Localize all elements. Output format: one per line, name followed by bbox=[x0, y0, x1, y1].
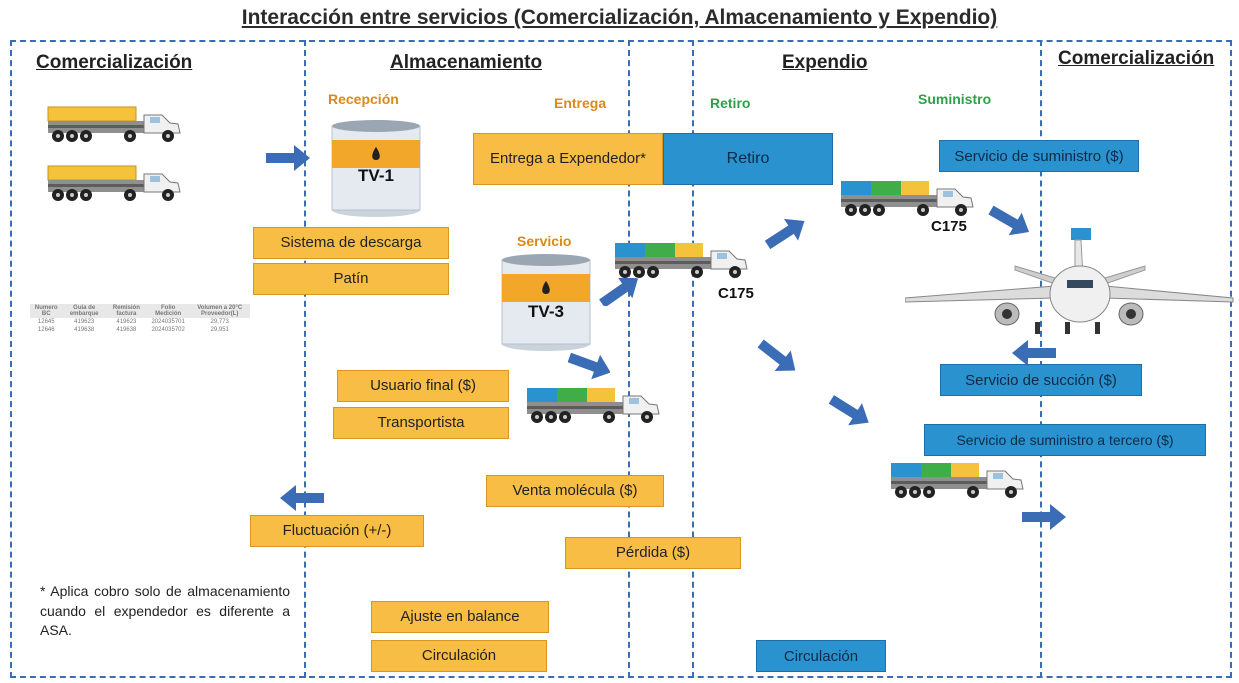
box-entrega-expendedor: Entrega a Expendedor* bbox=[473, 133, 663, 185]
box-patin: Patín bbox=[253, 263, 449, 295]
footnote: * Aplica cobro solo de almacenamiento cu… bbox=[40, 583, 290, 639]
box-retiro: Retiro bbox=[663, 133, 833, 185]
fuel-truck-icon bbox=[47, 165, 181, 202]
table-cell: 2024035702 bbox=[151, 327, 185, 333]
arrow-right-icon bbox=[756, 338, 804, 378]
table-cell: 419638 bbox=[74, 327, 95, 333]
refueler-truck-icon bbox=[614, 242, 748, 279]
tank-label: TV-1 bbox=[358, 166, 394, 185]
table-row: 12646 419638 419638 2024035702 29,951 bbox=[30, 326, 250, 334]
refueler-truck-icon bbox=[840, 180, 974, 217]
section-almacenamiento: Almacenamiento bbox=[390, 52, 543, 73]
divider-4 bbox=[1040, 40, 1042, 678]
box-usuario-final: Usuario final ($) bbox=[337, 370, 509, 402]
divider-1 bbox=[304, 40, 306, 678]
storage-tank-tv3: TV-3 bbox=[499, 252, 593, 352]
table-row: 12645 419623 419623 2024035701 29,773 bbox=[30, 318, 250, 326]
arrow-right-icon bbox=[266, 145, 310, 171]
divider-2 bbox=[628, 40, 630, 678]
box-transportista: Transportista bbox=[333, 407, 509, 439]
arrow-right-icon bbox=[598, 278, 644, 306]
table-cell: 2024035701 bbox=[151, 319, 185, 325]
table-header: Remisión factura bbox=[105, 304, 147, 318]
section-comercializacion-right: Comercialización bbox=[1058, 48, 1215, 69]
table-cell: 12645 bbox=[37, 319, 55, 325]
table-cell: 419623 bbox=[74, 319, 95, 325]
reception-data-table: Numero BC Guía de embarque Remisión fact… bbox=[30, 304, 250, 334]
refueler-truck-icon bbox=[890, 462, 1024, 499]
truck-label: C175 bbox=[931, 218, 967, 235]
box-venta-molecula: Venta molécula ($) bbox=[486, 475, 664, 507]
diagram-frame bbox=[10, 40, 1232, 678]
diagram-title: Interacción entre servicios (Comercializ… bbox=[241, 6, 998, 29]
box-circulacion-almacenamiento: Circulación bbox=[371, 640, 547, 672]
box-perdida: Pérdida ($) bbox=[565, 537, 741, 569]
box-fluctuacion: Fluctuación (+/-) bbox=[250, 515, 424, 547]
subheading-entrega: Entrega bbox=[554, 95, 607, 111]
arrow-right-icon bbox=[988, 204, 1034, 240]
subheading-suministro: Suministro bbox=[918, 91, 992, 107]
table-cell: 29,951 bbox=[210, 327, 229, 333]
table-cell: 419623 bbox=[116, 319, 137, 325]
arrow-right-icon bbox=[1022, 504, 1066, 530]
arrow-right-icon bbox=[764, 210, 812, 254]
fuel-truck-icon bbox=[47, 106, 181, 143]
table-header: Folio Medición bbox=[146, 304, 190, 318]
table-cell: 29,773 bbox=[210, 319, 229, 325]
table-header: Guía de embarque bbox=[62, 304, 106, 318]
section-expendio: Expendio bbox=[782, 52, 868, 73]
subheading-servicio: Servicio bbox=[517, 233, 572, 249]
table-cell: 419638 bbox=[116, 327, 137, 333]
fuel-drop-icon bbox=[372, 147, 380, 160]
box-servicio-suministro: Servicio de suministro ($) bbox=[939, 140, 1139, 172]
subheading-recepcion: Recepción bbox=[328, 91, 399, 107]
box-sistema-descarga: Sistema de descarga bbox=[253, 227, 449, 259]
table-header: Numero BC bbox=[30, 304, 63, 318]
arrow-left-icon bbox=[1012, 340, 1056, 366]
arrow-right-icon bbox=[568, 350, 610, 380]
table-header: Volumen a 20°C Proveedor(L) bbox=[189, 304, 250, 318]
section-comercializacion-left: Comercialización bbox=[36, 52, 193, 73]
storage-tank-tv1: TV-1 bbox=[329, 118, 423, 218]
table-cell: 12646 bbox=[37, 327, 55, 333]
box-servicio-succion: Servicio de succión ($) bbox=[940, 364, 1142, 396]
refueler-truck-icon bbox=[526, 387, 660, 424]
box-circulacion-expendio: Circulación bbox=[756, 640, 886, 672]
arrow-right-icon bbox=[828, 392, 876, 432]
divider-3 bbox=[692, 40, 694, 678]
truck-label: C175 bbox=[718, 285, 754, 302]
box-ajuste-balance: Ajuste en balance bbox=[371, 601, 549, 633]
arrow-left-icon bbox=[280, 485, 324, 511]
airplane-icon bbox=[905, 228, 1234, 334]
tank-label: TV-3 bbox=[528, 302, 564, 321]
subheading-retiro: Retiro bbox=[710, 95, 751, 111]
fuel-drop-icon bbox=[542, 281, 550, 294]
box-suministro-tercero: Servicio de suministro a tercero ($) bbox=[924, 424, 1206, 456]
